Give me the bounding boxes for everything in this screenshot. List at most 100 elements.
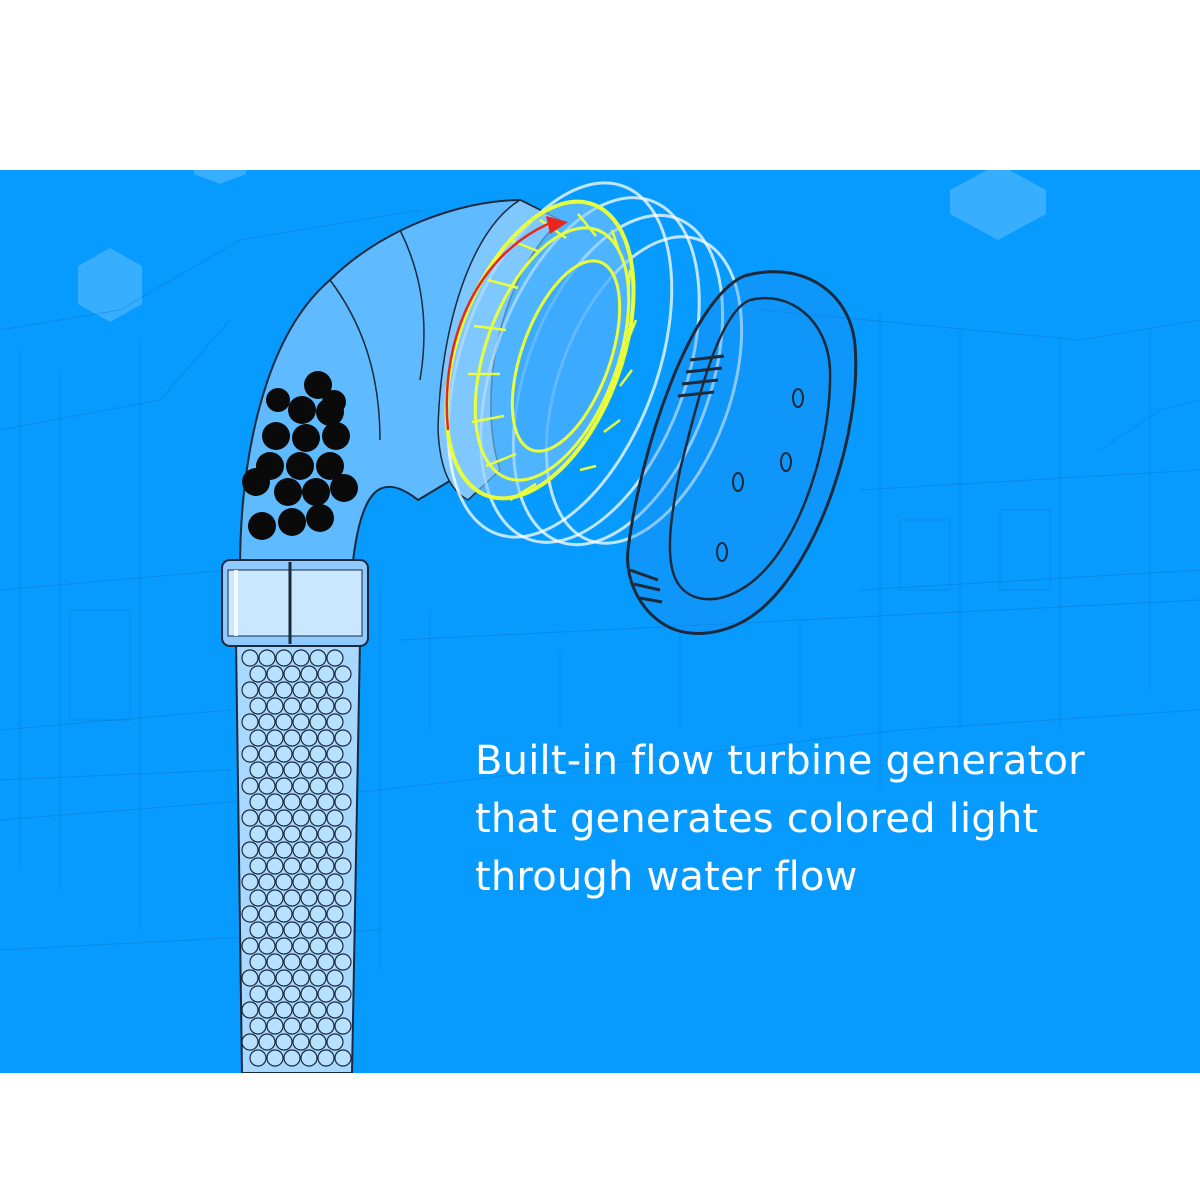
mineral-bead: [267, 1018, 283, 1034]
mineral-bead: [310, 874, 326, 890]
mineral-bead: [327, 778, 343, 794]
mineral-bead: [259, 746, 275, 762]
mineral-bead: [310, 906, 326, 922]
mineral-bead: [301, 1050, 317, 1066]
mineral-bead: [335, 954, 351, 970]
mineral-bead: [318, 954, 334, 970]
mineral-bead: [310, 650, 326, 666]
mineral-bead: [327, 938, 343, 954]
mineral-bead: [301, 954, 317, 970]
mineral-bead: [267, 826, 283, 842]
mineral-bead: [250, 890, 266, 906]
mineral-bead: [310, 778, 326, 794]
mineral-bead: [335, 1018, 351, 1034]
mineral-bead: [242, 970, 258, 986]
mineral-bead: [327, 650, 343, 666]
mineral-bead: [310, 746, 326, 762]
mineral-bead: [242, 746, 258, 762]
mineral-bead: [242, 778, 258, 794]
metal-connector: [222, 560, 368, 646]
mineral-bead: [276, 1002, 292, 1018]
mineral-bead: [301, 826, 317, 842]
mineral-bead: [293, 810, 309, 826]
mineral-bead: [318, 986, 334, 1002]
mineral-bead: [259, 874, 275, 890]
mineral-bead: [284, 858, 300, 874]
mineral-bead: [335, 826, 351, 842]
mineral-bead: [293, 1034, 309, 1050]
mineral-bead: [276, 1034, 292, 1050]
mineral-bead: [284, 890, 300, 906]
mineral-bead: [284, 954, 300, 970]
mineral-bead: [327, 1034, 343, 1050]
mineral-bead: [284, 762, 300, 778]
mineral-bead: [250, 954, 266, 970]
shower-faceplate: [628, 272, 856, 634]
mineral-bead: [242, 714, 258, 730]
mineral-bead: [276, 906, 292, 922]
mineral-bead: [242, 906, 258, 922]
mineral-bead: [284, 666, 300, 682]
mineral-bead: [250, 922, 266, 938]
mineral-bead: [327, 1002, 343, 1018]
mineral-bead: [259, 906, 275, 922]
mineral-bead: [318, 922, 334, 938]
mineral-bead: [301, 922, 317, 938]
mineral-bead: [318, 794, 334, 810]
mineral-bead: [301, 1018, 317, 1034]
mineral-bead: [242, 874, 258, 890]
mineral-bead: [242, 1002, 258, 1018]
mineral-bead: [335, 762, 351, 778]
mineral-bead: [250, 986, 266, 1002]
mineral-bead: [267, 794, 283, 810]
mineral-bead: [276, 810, 292, 826]
mineral-bead: [259, 682, 275, 698]
mineral-bead: [335, 698, 351, 714]
mineral-bead: [242, 938, 258, 954]
mineral-bead: [301, 762, 317, 778]
mineral-bead: [293, 778, 309, 794]
caption-line-2: that generates colored light: [475, 790, 1175, 848]
mineral-bead: [318, 858, 334, 874]
mineral-bead: [284, 730, 300, 746]
mineral-bead: [242, 842, 258, 858]
shower-head-illustration: [0, 170, 1200, 1073]
mineral-bead: [318, 1050, 334, 1066]
mineral-bead: [267, 954, 283, 970]
mineral-bead: [267, 890, 283, 906]
mineral-bead: [301, 666, 317, 682]
mineral-bead: [301, 858, 317, 874]
mineral-bead: [259, 810, 275, 826]
mineral-bead: [242, 682, 258, 698]
mineral-bead: [293, 1002, 309, 1018]
mineral-bead: [293, 938, 309, 954]
mineral-bead: [301, 986, 317, 1002]
mineral-bead: [284, 986, 300, 1002]
mineral-bead: [242, 1034, 258, 1050]
mineral-bead: [301, 890, 317, 906]
mineral-bead: [276, 778, 292, 794]
mineral-bead: [318, 826, 334, 842]
product-banner: Built-in flow turbine generator that gen…: [0, 170, 1200, 1073]
hexagon-top: [194, 170, 246, 184]
mineral-bead: [293, 874, 309, 890]
mineral-bead: [267, 1050, 283, 1066]
mineral-bead: [301, 698, 317, 714]
mineral-bead: [293, 682, 309, 698]
mineral-bead: [250, 762, 266, 778]
mineral-bead: [327, 682, 343, 698]
mineral-bead: [335, 730, 351, 746]
mineral-bead: [276, 746, 292, 762]
mineral-bead: [259, 1002, 275, 1018]
mineral-bead: [310, 1002, 326, 1018]
mineral-bead: [276, 970, 292, 986]
mineral-bead: [301, 794, 317, 810]
mineral-bead: [327, 970, 343, 986]
mineral-bead: [267, 730, 283, 746]
mineral-bead: [242, 650, 258, 666]
mineral-bead: [310, 970, 326, 986]
mineral-bead: [250, 794, 266, 810]
mineral-bead: [327, 714, 343, 730]
mineral-bead: [267, 922, 283, 938]
mineral-bead: [318, 698, 334, 714]
